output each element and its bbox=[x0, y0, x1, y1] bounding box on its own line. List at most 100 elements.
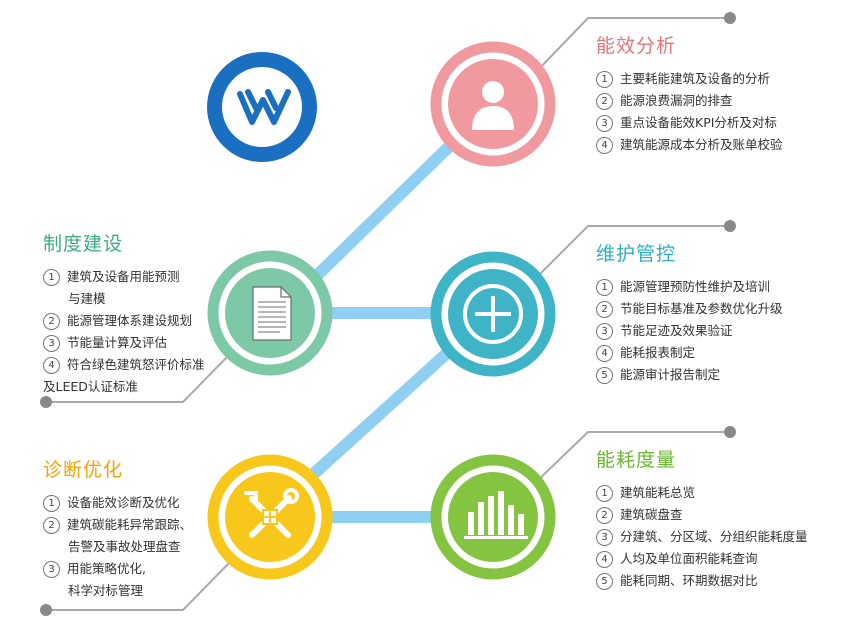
list-item-continuation: 告警及事故处理盘查 bbox=[68, 539, 181, 554]
energy-analysis-node bbox=[430, 41, 556, 167]
list-item: 4 符合绿色建筑怒评价标准 bbox=[43, 354, 205, 376]
item-number: 1 bbox=[596, 279, 613, 296]
item-text: 节能目标基准及参数优化升级 bbox=[620, 301, 783, 316]
leader-line-maintenance bbox=[535, 225, 730, 279]
diagnosis-optimization-node bbox=[207, 454, 333, 580]
list-item: 1 设备能效诊断及优化 bbox=[43, 492, 192, 514]
item-number: 2 bbox=[596, 301, 613, 318]
list-item: 2 能源管理体系建设规划 bbox=[43, 310, 205, 332]
item-number: 2 bbox=[596, 507, 613, 524]
list-item: 3 重点设备能效KPI分析及对标 bbox=[596, 112, 783, 134]
logo-badge bbox=[207, 52, 317, 162]
leader-dots bbox=[40, 12, 736, 616]
energy-analysis-title: 能效分析 bbox=[596, 35, 677, 57]
list-item: 1 能源管理预防性维护及培训 bbox=[596, 276, 783, 298]
item-text: 重点设备能效KPI分析及对标 bbox=[620, 115, 777, 130]
item-number: 3 bbox=[596, 529, 613, 546]
item-number: 1 bbox=[596, 485, 613, 502]
connector-diagnosis-to-maintenance bbox=[293, 331, 471, 493]
bar-chart-icon bbox=[464, 491, 528, 539]
item-number: 1 bbox=[596, 71, 613, 88]
item-text: 主要耗能建筑及设备的分析 bbox=[620, 71, 771, 86]
leader-line-energy bbox=[535, 17, 730, 73]
item-number: 5 bbox=[596, 573, 613, 590]
list-item: 3 分建筑、分区域、分组织能耗度量 bbox=[596, 526, 808, 548]
leader-lines bbox=[46, 17, 730, 611]
plus-icon bbox=[463, 284, 523, 344]
list-item-continuation: 与建模 bbox=[68, 291, 106, 306]
item-text: 用能策略优化, bbox=[67, 561, 146, 576]
item-number: 1 bbox=[43, 269, 60, 286]
system-building-title: 制度建设 bbox=[43, 233, 124, 255]
connector-system-to-energy bbox=[295, 125, 471, 297]
list-item: 4 能耗报表制定 bbox=[596, 342, 783, 364]
logo-icon bbox=[237, 89, 291, 125]
item-text: 能源管理体系建设规划 bbox=[67, 313, 193, 328]
item-text: 建筑能耗总览 bbox=[620, 485, 696, 500]
maintenance-control-panel: 维护管控 1 能源管理预防性维护及培训 2 节能目标基准及参数优化升级 3 节能足迹及… bbox=[596, 242, 783, 386]
list-item: 2 节能目标基准及参数优化升级 bbox=[596, 298, 783, 320]
item-text: 节能足迹及效果验证 bbox=[620, 323, 733, 338]
item-text: 建筑碳能耗异常跟踪、 bbox=[67, 517, 193, 532]
item-text: 能源审计报告制定 bbox=[620, 367, 721, 382]
item-number: 4 bbox=[596, 345, 613, 362]
diagnosis-optimization-title: 诊断优化 bbox=[43, 459, 124, 481]
leader-line-diagnosis bbox=[46, 559, 233, 611]
tools-icon bbox=[244, 488, 299, 538]
item-number: 1 bbox=[43, 495, 60, 512]
item-text: 符合绿色建筑怒评价标准 bbox=[67, 357, 205, 372]
item-number: 5 bbox=[596, 367, 613, 384]
item-text: 设备能效诊断及优化 bbox=[67, 495, 180, 510]
leader-dot bbox=[724, 426, 736, 438]
item-number: 3 bbox=[596, 115, 613, 132]
list-item: 2 建筑碳能耗异常跟踪、 bbox=[43, 514, 192, 536]
item-text: 人均及单位面积能耗查询 bbox=[620, 551, 758, 566]
list-item-continuation: 及LEED认证标准 bbox=[43, 379, 138, 394]
document-icon bbox=[252, 286, 292, 341]
list-item: 1 主要耗能建筑及设备的分析 bbox=[596, 68, 783, 90]
list-item: 3 节能足迹及效果验证 bbox=[596, 320, 783, 342]
item-text: 能源浪费漏洞的排查 bbox=[620, 93, 733, 108]
item-text: 分建筑、分区域、分组织能耗度量 bbox=[620, 529, 808, 544]
item-number: 2 bbox=[43, 313, 60, 330]
leader-dot bbox=[40, 396, 52, 408]
maintenance-control-title: 维护管控 bbox=[596, 243, 677, 265]
leader-dot bbox=[40, 604, 52, 616]
list-item: 5 能源审计报告制定 bbox=[596, 364, 783, 386]
leader-dot bbox=[724, 220, 736, 232]
item-text: 能源管理预防性维护及培训 bbox=[620, 279, 771, 294]
connectors bbox=[293, 125, 471, 523]
energy-analysis-panel: 能效分析 1 主要耗能建筑及设备的分析 2 能源浪费漏洞的排查 3 重点设备能效KPI… bbox=[596, 34, 783, 156]
item-number: 4 bbox=[43, 357, 60, 374]
maintenance-control-node bbox=[430, 251, 556, 377]
system-building-node bbox=[207, 250, 333, 376]
list-item: 1 建筑能耗总览 bbox=[596, 482, 808, 504]
list-item: 2 能源浪费漏洞的排查 bbox=[596, 90, 783, 112]
item-text: 建筑及设备用能预测 bbox=[67, 269, 180, 284]
list-item-continuation: 科学对标管理 bbox=[68, 583, 144, 598]
item-number: 2 bbox=[596, 93, 613, 110]
item-number: 4 bbox=[596, 137, 613, 154]
consumption-measure-title: 能耗度量 bbox=[596, 449, 677, 471]
list-item: 1 建筑及设备用能预测 bbox=[43, 266, 205, 288]
item-number: 3 bbox=[596, 323, 613, 340]
item-number: 3 bbox=[43, 335, 60, 352]
leader-line-system bbox=[46, 353, 231, 403]
list-item: 5 能耗同期、环期数据对比 bbox=[596, 570, 808, 592]
item-text: 建筑碳盘查 bbox=[620, 507, 683, 522]
item-text: 能耗报表制定 bbox=[620, 345, 696, 360]
item-text: 能耗同期、环期数据对比 bbox=[620, 573, 758, 588]
item-text: 建筑能源成本分析及账单校验 bbox=[620, 137, 783, 152]
leader-line-consumption bbox=[535, 431, 730, 483]
list-item: 4 建筑能源成本分析及账单校验 bbox=[596, 134, 783, 156]
list-item: 2 建筑碳盘查 bbox=[596, 504, 808, 526]
item-number: 2 bbox=[43, 517, 60, 534]
person-icon bbox=[472, 81, 514, 130]
